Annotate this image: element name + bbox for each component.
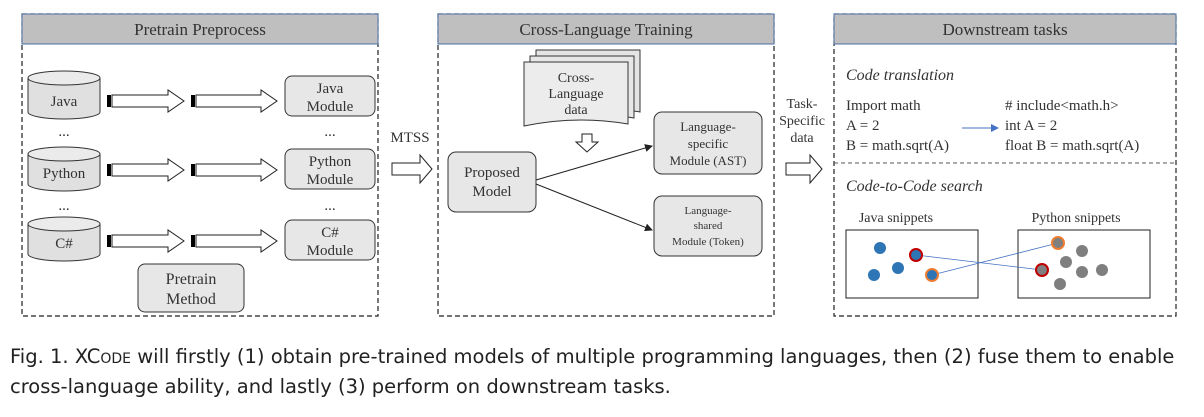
arrow-python-1 [107,158,185,182]
task-specific-label: Task- Specific data [779,97,825,146]
svg-text:shared: shared [694,220,723,232]
caption-text: will firstly (1) obtain pre-trained mode… [10,345,1175,398]
module-csharp: C# Module [284,219,376,261]
svg-text:Python: Python [309,154,352,170]
mtss-arrow [391,153,433,185]
python-dot [1054,278,1066,290]
arrow-csharp-1 [107,229,185,253]
python-dot-matched [1051,236,1065,250]
caption-system-name: XCode [74,345,132,368]
java-dot-matched [925,268,939,282]
c-code-line-3: float B = math.sqrt(A) [1005,138,1139,154]
svg-text:Task-: Task- [787,97,818,112]
caption-prefix: Fig. 1. [10,345,69,368]
svg-text:Module: Module [307,172,354,188]
svg-text:Java: Java [317,81,344,97]
ellipsis-left-1: ... [58,124,69,140]
svg-text:Pretrain: Pretrain [166,271,217,288]
ellipsis-right-1: ... [324,124,335,140]
source-db-java: Java [27,70,101,120]
downstream-panel: Downstream tasks Code translation Import… [833,13,1177,317]
svg-text:data: data [564,103,588,118]
pretrain-title: Pretrain Preprocess [134,20,266,39]
pretrain-panel: Pretrain Preprocess Java Java Module ...… [21,13,379,317]
match-line-2 [931,242,1059,276]
python-code-line-2: A = 2 [846,118,879,134]
svg-text:Language-: Language- [680,119,736,134]
python-code-line-3: B = math.sqrt(A) [846,138,949,154]
c-code-line-2: int A = 2 [1005,118,1057,134]
module-python: Python Module [284,148,376,190]
svg-text:Model: Model [472,184,511,200]
svg-text:Language: Language [548,87,603,102]
java-dot-matched [909,248,923,262]
arrow-java-2 [191,89,278,113]
module-java: Java Module [284,75,376,117]
model-to-specific-arrow [535,144,653,181]
svg-text:Module (Token): Module (Token) [672,236,744,248]
python-dot [1076,245,1088,257]
svg-text:data: data [790,131,814,146]
svg-text:C#: C# [321,225,339,241]
data-down-arrow [574,133,600,153]
source-db-csharp: C# [27,216,101,262]
python-snippets-label: Python snippets [1031,211,1120,226]
python-dot [1060,256,1072,268]
ellipsis-left-2: ... [58,198,69,214]
java-snippet-box [845,229,979,299]
java-snippets-label: Java snippets [859,211,933,226]
model-to-shared-arrow [535,183,653,232]
task-arrow [785,153,823,185]
search-heading: Code-to-Code search [846,178,983,195]
python-code-line-1: Import math [846,98,921,114]
arrow-csharp-2 [191,229,278,253]
framework-diagram: Pretrain Preprocess Java Java Module ...… [21,13,1177,317]
java-dot [874,242,886,254]
translation-heading: Code translation [846,67,954,84]
python-dot-matched [1035,263,1049,277]
arrow-java-1 [107,89,185,113]
match-line-1 [915,254,1043,271]
svg-text:Module: Module [307,99,354,115]
source-label-java: Java [51,94,78,110]
svg-text:Module (AST): Module (AST) [670,153,747,168]
svg-text:Method: Method [166,291,216,308]
svg-text:Module: Module [307,243,354,259]
source-label-python: Python [43,166,86,182]
python-snippet-box [1017,229,1151,299]
mtss-label: MTSS [390,130,429,146]
source-db-python: Python [27,146,101,192]
downstream-title: Downstream tasks [942,20,1067,39]
data-document-stack: Cross- Language data [523,49,641,127]
training-panel: Cross-Language Training Cross- Language … [437,13,775,317]
java-dot [892,262,904,274]
python-dot [1076,266,1088,278]
svg-text:Language-: Language- [684,205,731,217]
python-dot [1096,264,1108,276]
ellipsis-right-2: ... [324,198,335,214]
java-dot [868,269,880,281]
language-shared-module: Language- shared Module (Token) [653,195,763,257]
svg-text:Proposed: Proposed [464,165,520,181]
figure-caption: Fig. 1. XCode will firstly (1) obtain pr… [10,342,1200,402]
c-code-line-1: # include<math.h> [1005,98,1119,114]
svg-text:Cross-: Cross- [558,71,595,86]
language-specific-module: Language- specific Module (AST) [653,111,763,175]
pretrain-method-box: Pretrain Method [137,263,245,313]
svg-text:specific: specific [688,136,729,151]
svg-text:Specific: Specific [779,114,825,129]
proposed-model-box: Proposed Model [447,151,537,213]
source-label-csharp: C# [55,236,73,252]
training-title: Cross-Language Training [519,20,693,39]
arrow-python-2 [191,158,278,182]
